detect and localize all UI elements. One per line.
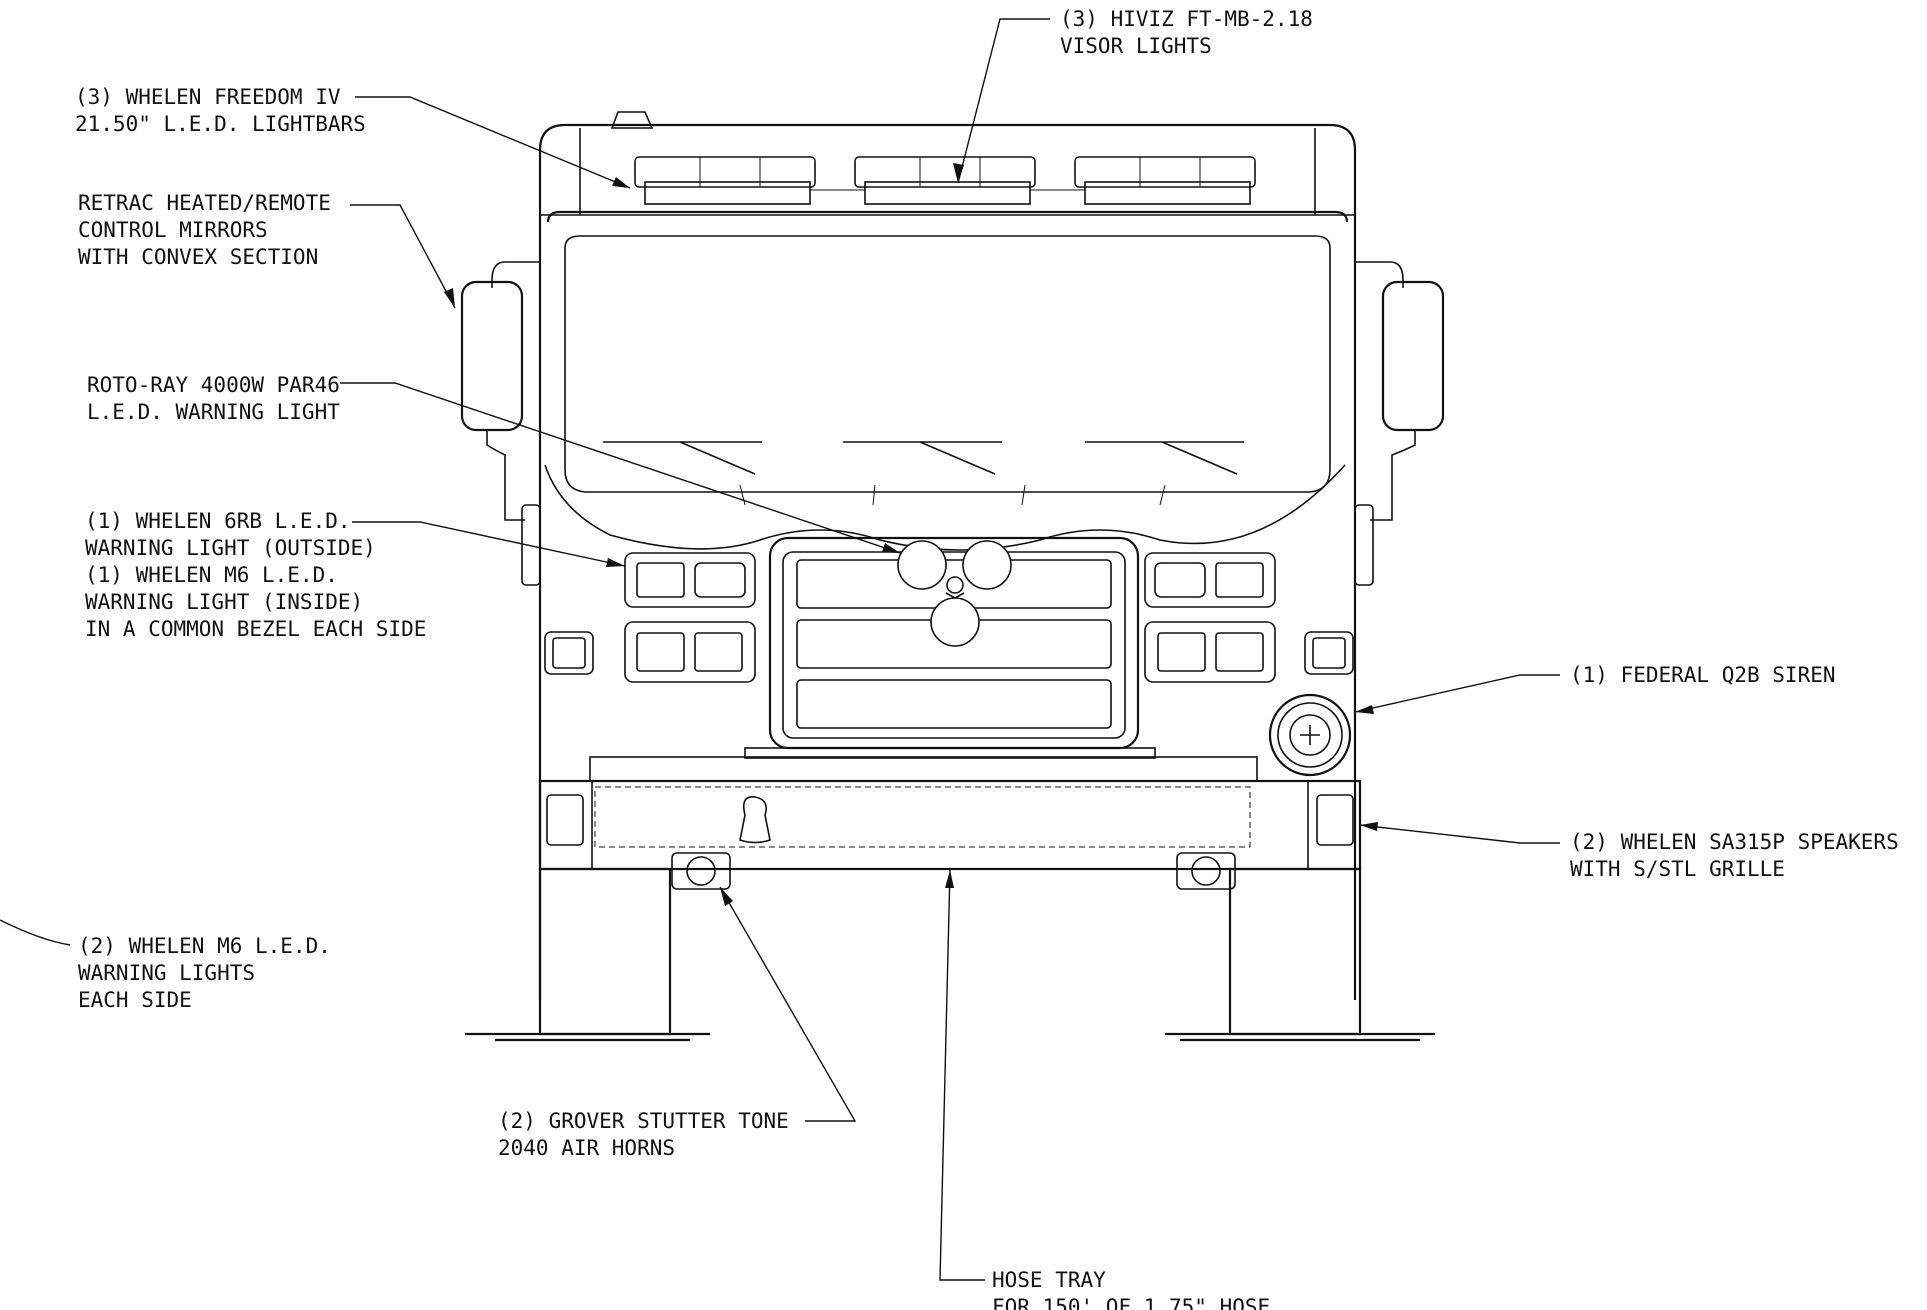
callout-m6-side-line-2: WARNING LIGHTS [78, 961, 255, 985]
callout-m6-side: (2) WHELEN M6 L.E.D. WARNING LIGHTS EACH… [78, 934, 331, 1012]
callout-speakers-line-2: WITH S/STL GRILLE [1570, 857, 1785, 881]
callout-m6-side-line-3: EACH SIDE [78, 988, 192, 1012]
callout-visor-lights-line-2: VISOR LIGHTS [1060, 34, 1212, 58]
warning-light-bezel-right [1144, 552, 1354, 683]
warning-light-bezel-left [544, 552, 756, 683]
callout-air-horns-line-2: 2040 AIR HORNS [498, 1136, 675, 1160]
leader-lines [0, 18, 1560, 1281]
tire-right [1165, 867, 1435, 1042]
callout-mirrors-line-1: RETRAC HEATED/REMOTE [78, 191, 331, 215]
whelen-speaker-right [1316, 794, 1354, 846]
callout-warning-6rb-line-4: WARNING LIGHT (INSIDE) [85, 590, 363, 614]
wipers [603, 441, 1244, 475]
callout-roto-ray-line-1: ROTO-RAY 4000W PAR46 [87, 373, 340, 397]
callout-warning-6rb-line-2: WARNING LIGHT (OUTSIDE) [85, 536, 376, 560]
mirror-right [1355, 261, 1445, 521]
callout-mirrors-line-2: CONTROL MIRRORS [78, 218, 268, 242]
callout-m6-side-line-1: (2) WHELEN M6 L.E.D. [78, 934, 331, 958]
callout-speakers-line-1: (2) WHELEN SA315P SPEAKERS [1570, 830, 1899, 854]
callout-roto-ray-line-2: L.E.D. WARNING LIGHT [87, 400, 340, 424]
tire-left [465, 867, 710, 1042]
front-bumper [538, 756, 1362, 871]
callout-visor-lights-line-1: (3) HIVIZ FT-MB-2.18 [1060, 7, 1313, 31]
callout-warning-6rb-line-3: (1) WHELEN M6 L.E.D. [85, 563, 338, 587]
callout-lightbars-line-2: 21.50" L.E.D. LIGHTBARS [75, 112, 366, 136]
callout-warning-6rb: (1) WHELEN 6RB L.E.D. WARNING LIGHT (OUT… [85, 509, 426, 641]
callout-roto-ray: ROTO-RAY 4000W PAR46 L.E.D. WARNING LIGH… [87, 373, 340, 424]
callout-mirrors-line-3: WITH CONVEX SECTION [78, 245, 318, 269]
front-grille [744, 536, 1156, 759]
callout-visor-lights: (3) HIVIZ FT-MB-2.18 VISOR LIGHTS [1060, 7, 1313, 58]
callout-lightbars: (3) WHELEN FREEDOM IV 21.50" L.E.D. LIGH… [75, 85, 366, 136]
callout-speakers: (2) WHELEN SA315P SPEAKERS WITH S/STL GR… [1570, 830, 1899, 881]
windshield [564, 235, 1331, 493]
roof-beacon [610, 111, 654, 129]
truck-front-view [460, 111, 1445, 1042]
callout-warning-6rb-line-1: (1) WHELEN 6RB L.E.D. [85, 509, 351, 533]
callout-lightbars-line-1: (3) WHELEN FREEDOM IV [75, 85, 341, 109]
lightbars [634, 156, 1256, 205]
callout-mirrors: RETRAC HEATED/REMOTE CONTROL MIRRORS WIT… [78, 191, 331, 269]
callout-hose-tray-line-1: HOSE TRAY [992, 1268, 1106, 1292]
mirror-left [460, 261, 540, 521]
federal-q2b-siren [1268, 693, 1352, 777]
callout-hose-tray: HOSE TRAY FOR 150' OF 1.75" HOSE [992, 1268, 1270, 1310]
air-horn-left [671, 852, 731, 890]
roto-ray-warning-light [897, 540, 1012, 647]
callout-hose-tray-line-2: FOR 150' OF 1.75" HOSE [992, 1295, 1270, 1310]
air-horn-right [1176, 852, 1236, 890]
callout-air-horns-line-1: (2) GROVER STUTTER TONE [498, 1109, 789, 1133]
callout-siren-line-1: (1) FEDERAL Q2B SIREN [1570, 663, 1836, 687]
callout-warning-6rb-line-5: IN A COMMON BEZEL EACH SIDE [85, 617, 426, 641]
callout-siren: (1) FEDERAL Q2B SIREN [1570, 663, 1836, 687]
whelen-speaker-left [546, 794, 584, 846]
callout-air-horns: (2) GROVER STUTTER TONE 2040 AIR HORNS [498, 1109, 789, 1160]
